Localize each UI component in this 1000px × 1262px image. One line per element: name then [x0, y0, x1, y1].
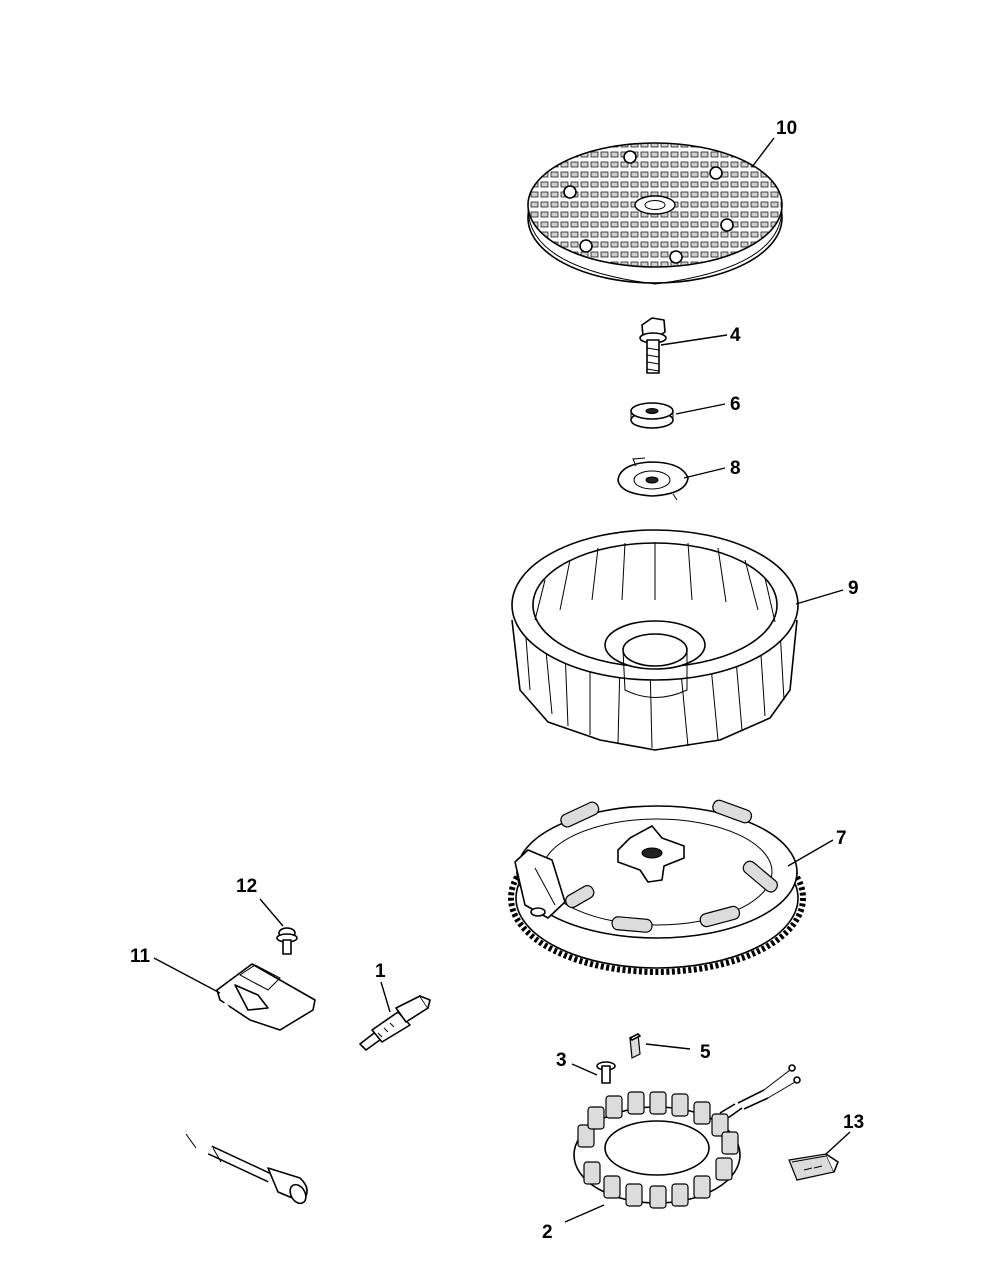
callout-8: 8 — [730, 458, 741, 479]
flywheel-fan-part — [511, 529, 799, 751]
coil-bolt-part — [276, 927, 298, 955]
flywheel-ring-gear-part — [508, 799, 806, 975]
washer-part — [630, 402, 674, 429]
callout-5: 5 — [700, 1042, 711, 1063]
ignition-module-part — [125, 963, 316, 1205]
callout-10: 10 — [776, 118, 797, 139]
callout-12: 12 — [236, 876, 257, 897]
plate-washer-part — [617, 457, 689, 501]
callout-2: 2 — [542, 1222, 553, 1243]
callout-9: 9 — [848, 578, 859, 599]
callout-11: 11 — [130, 946, 151, 967]
flywheel-bolt-part — [639, 317, 667, 374]
callout-6: 6 — [730, 394, 741, 415]
callout-4: 4 — [730, 325, 741, 346]
key-part — [629, 1033, 641, 1059]
callout-1: 1 — [375, 961, 386, 982]
leader-lines — [153, 137, 851, 1223]
stator-part — [573, 1064, 801, 1209]
callout-3: 3 — [556, 1050, 567, 1071]
callout-13: 13 — [843, 1112, 864, 1133]
spark-plug-part — [359, 995, 431, 1051]
stator-screw-part — [596, 1061, 616, 1084]
connector-part — [788, 1153, 839, 1181]
grille-screen-part — [527, 142, 783, 285]
callout-7: 7 — [836, 828, 847, 849]
